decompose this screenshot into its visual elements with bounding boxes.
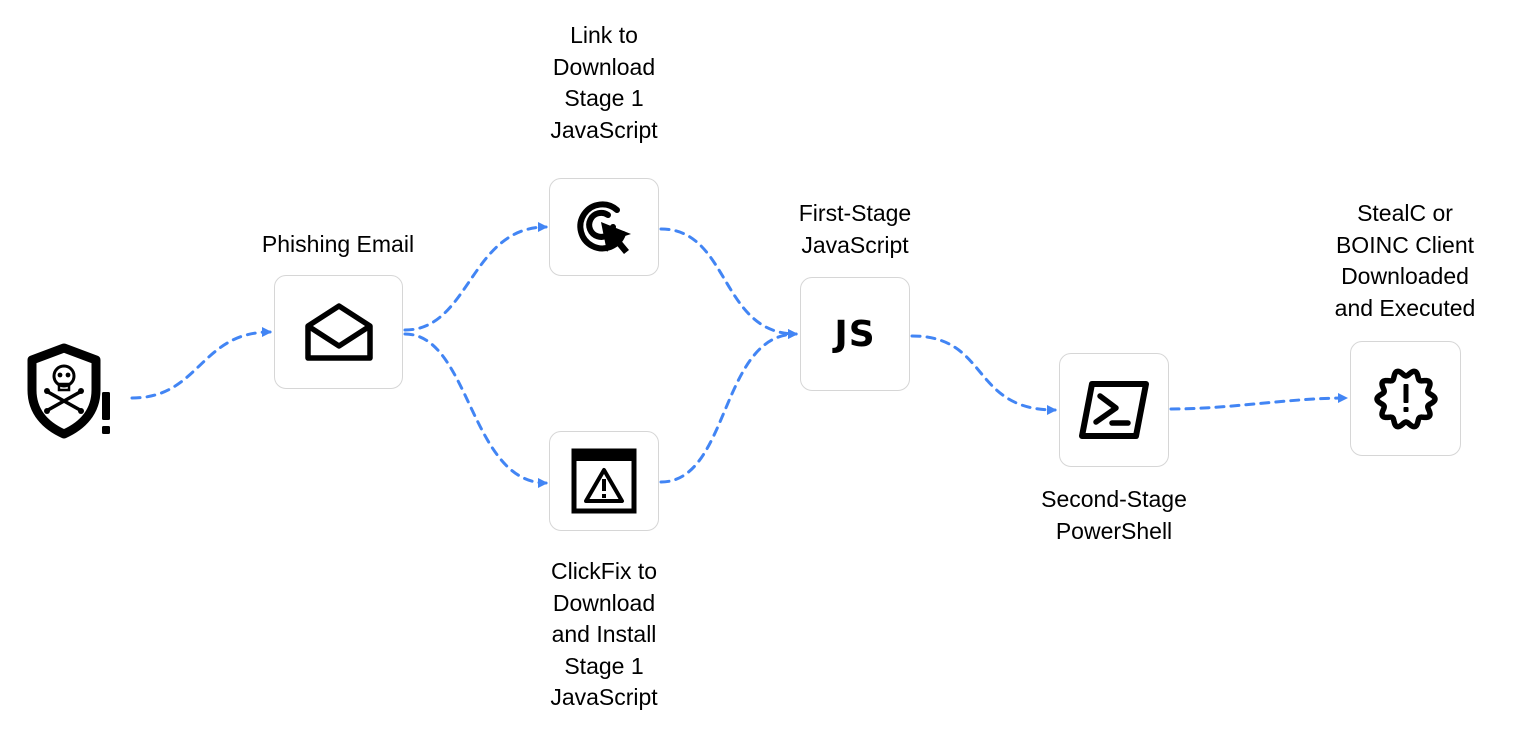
link-download-node[interactable] [549, 178, 659, 276]
powershell-icon [1079, 381, 1149, 439]
threat-actor-node [22, 340, 122, 440]
label-line: Phishing Email [261, 231, 415, 257]
edge-email-to-clickfix [403, 332, 548, 488]
javascript-icon: JS [834, 313, 876, 355]
shield-skull-alert-icon [27, 343, 110, 439]
label-line: ClickFix to [550, 558, 658, 584]
alert-badge-icon [1373, 368, 1438, 429]
final-payload-node[interactable] [1350, 341, 1461, 456]
phishing-email-node[interactable] [274, 275, 403, 389]
edge-threat-to-email [130, 327, 272, 400]
second-stage-powershell-label: Second-Stage PowerShell [1014, 484, 1214, 547]
link-download-label: Link to Download Stage 1 JavaScript [504, 20, 704, 146]
label-line: Downloaded [1341, 263, 1469, 289]
cursor-click-icon [577, 201, 631, 254]
label-line: Second-Stage [1041, 486, 1187, 512]
edge-clickfix-to-js [659, 329, 798, 484]
label-line: JavaScript [550, 684, 658, 710]
label-line: JavaScript [550, 116, 658, 143]
clickfix-label: ClickFix to Download and Install Stage 1… [504, 556, 704, 714]
label-line: BOINC Client [1335, 231, 1475, 258]
label-line: JavaScript [801, 231, 909, 258]
label-line: Download [552, 589, 656, 616]
label-line: Download [552, 53, 656, 80]
label-line: and Install [551, 621, 657, 647]
edge-email-to-link [403, 222, 548, 332]
final-payload-label: StealC or BOINC Client Downloaded and Ex… [1305, 198, 1505, 324]
label-line: Stage 1 [564, 652, 644, 679]
label-line: and Executed [1334, 294, 1476, 321]
first-stage-js-label: First-Stage JavaScript [755, 198, 955, 261]
edge-js-to-ps [910, 334, 1057, 415]
label-line: Stage 1 [564, 85, 644, 111]
warning-window-icon [571, 448, 637, 514]
first-stage-js-node[interactable]: JS [800, 277, 910, 391]
label-line: StealC or [1357, 200, 1453, 226]
label-line: PowerShell [1055, 517, 1173, 544]
second-stage-powershell-node[interactable] [1059, 353, 1169, 467]
edge-link-to-js [659, 227, 798, 339]
edge-ps-to-final [1169, 393, 1348, 411]
open-envelope-icon [304, 303, 373, 361]
label-line: Link to [570, 22, 638, 48]
label-line: First-Stage [798, 200, 912, 226]
clickfix-node[interactable] [549, 431, 659, 531]
phishing-email-label: Phishing Email [238, 229, 438, 261]
